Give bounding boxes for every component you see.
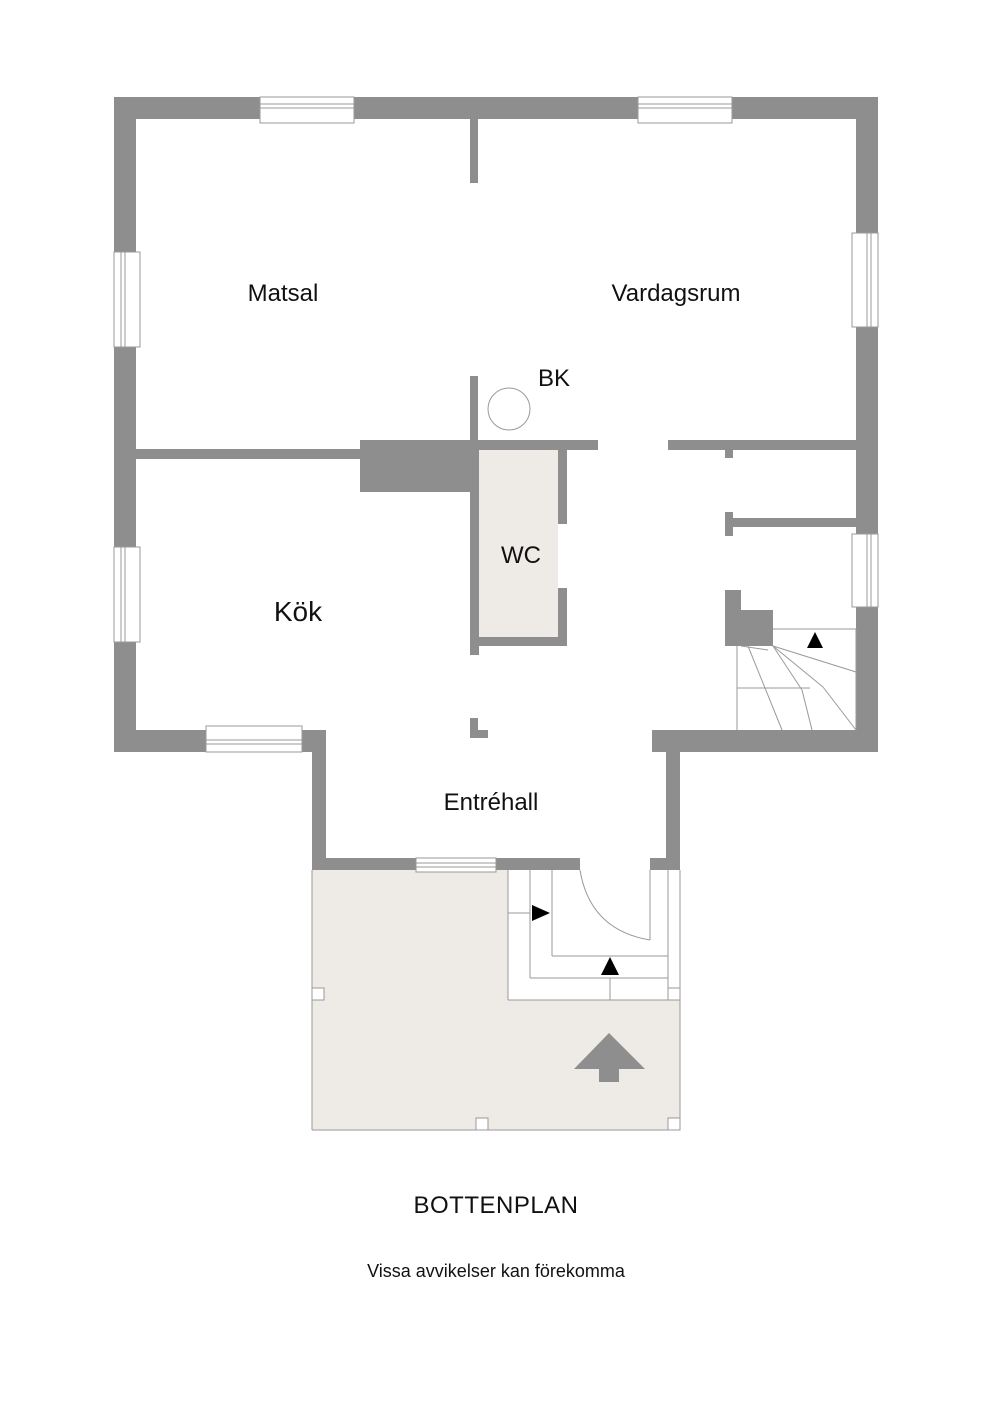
room-label-bk: BK [538,365,570,392]
interior-staircase [736,628,857,731]
porch [311,869,681,1131]
room-label-vardagsrum: Vardagsrum [612,280,741,307]
step-right-arrow-icon [532,905,550,921]
stair-up-arrow-icon [807,632,823,648]
wc-floor [479,449,558,637]
room-label-entrehall: Entréhall [444,789,539,816]
windows [113,96,879,873]
interior-walls [136,119,856,738]
room-label-wc: WC [501,542,541,569]
room-label-matsal: Matsal [248,280,319,307]
step-up-arrow-icon [601,957,619,975]
fireplace-circle [487,387,531,431]
plan-disclaimer: Vissa avvikelser kan förekomma [367,1261,625,1281]
room-label-kok: Kök [274,596,323,627]
plan-title: BOTTENPLAN [413,1192,579,1219]
entrance-arrow-icon [574,1033,645,1082]
